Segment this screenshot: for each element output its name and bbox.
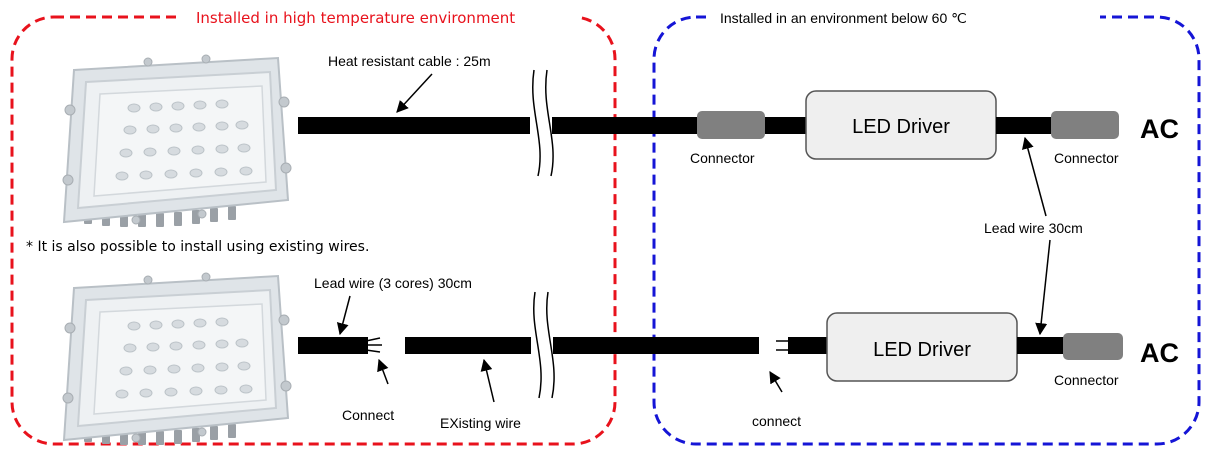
lead-wire-arrow-bottom — [1035, 239, 1051, 336]
connector-right-top-label: Connector — [1054, 150, 1119, 166]
lead-wire-3core-arrow — [336, 295, 351, 336]
connector-right-top — [1051, 111, 1119, 139]
connect-left-label: Connect — [342, 407, 394, 423]
led-driver-top-label: LED Driver — [852, 116, 950, 138]
connect-right-label: connect — [752, 413, 801, 429]
connector-left-top — [697, 111, 765, 139]
wire-join-lines — [776, 340, 788, 351]
connect-right-arrow — [769, 370, 783, 393]
heat-resistant-cable-label: Heat resistant cable : 25m — [328, 53, 491, 69]
cable-break-mark-top — [530, 69, 554, 177]
cable-break-mark-bottom — [531, 291, 555, 399]
connect-left-arrow — [377, 358, 389, 385]
connector-left-top-label: Connector — [690, 150, 755, 166]
ac-label-top: AC — [1140, 114, 1179, 144]
lead-wire-label: Lead wire 30cm — [984, 220, 1083, 236]
three-core-lead-wire-label: Lead wire (3 cores) 30cm — [314, 275, 472, 291]
connector-bottom-label: Connector — [1054, 372, 1119, 388]
led-driver-bottom-label: LED Driver — [873, 339, 971, 361]
led-floodlight-icon — [62, 272, 292, 446]
low-temperature-zone-label: Installed in an environment below 60 ℃ — [720, 10, 967, 26]
existing-wire-label: EXisting wire — [440, 415, 521, 431]
heat-resistant-cable — [298, 117, 700, 134]
three-core-lead-wire — [298, 337, 368, 354]
existing-wire-arrow — [480, 358, 495, 403]
led-floodlight-icon — [62, 54, 292, 228]
cable-label-arrow — [396, 73, 433, 113]
wire-cores-splay — [365, 337, 382, 353]
ac-label-bottom: AC — [1140, 338, 1179, 368]
lead-wire-arrow-top — [1022, 136, 1047, 217]
existing-wire — [405, 337, 759, 354]
existing-wires-note: * It is also possible to install using e… — [26, 239, 369, 255]
high-temperature-zone-label: Installed in high temperature environmen… — [196, 9, 515, 27]
connector-bottom — [1063, 333, 1123, 360]
